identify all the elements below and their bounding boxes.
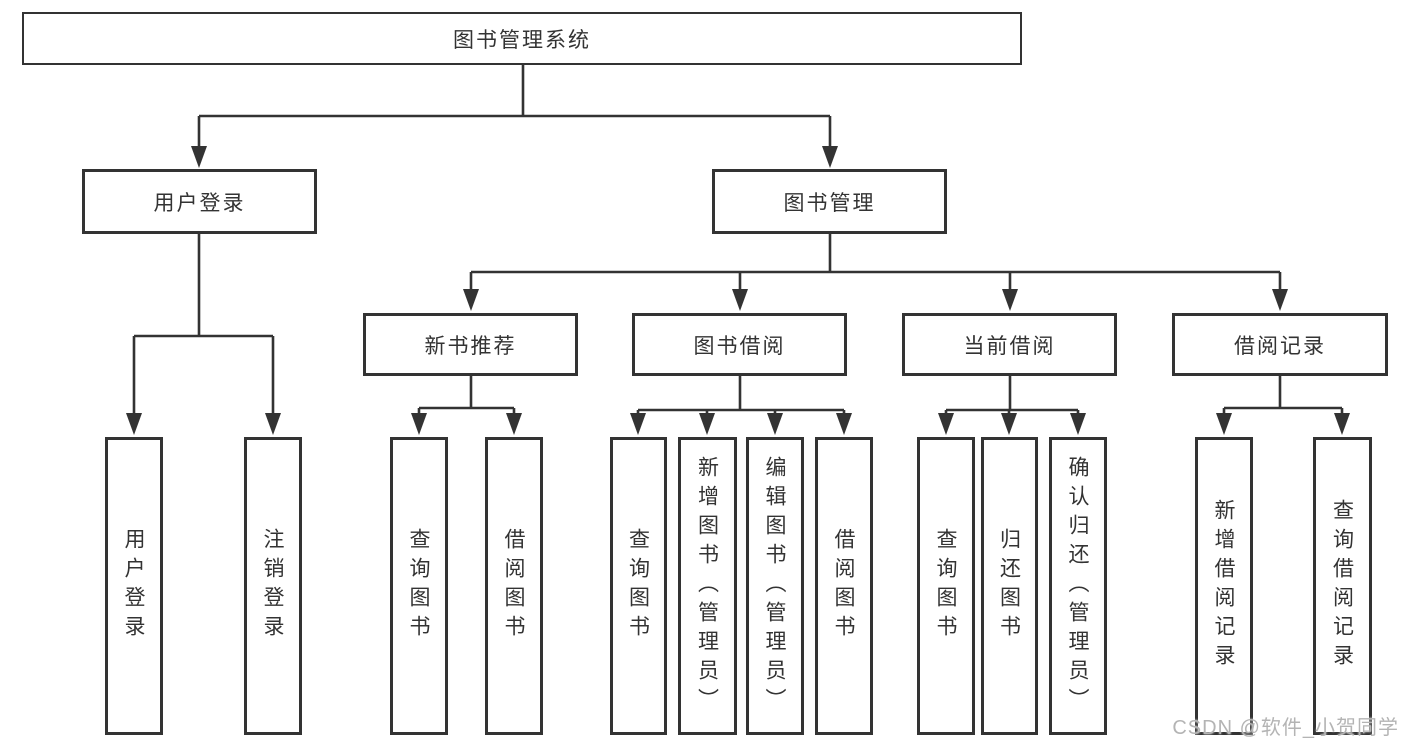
leaf-user-login-label: 用户登录: [122, 528, 146, 644]
connector-userlogin-to-leaves: [132, 233, 275, 415]
node-book-management-label: 图书管理: [783, 190, 876, 215]
leaf-borrow-books-1-label: 借阅图书: [502, 528, 526, 644]
leaf-borrow-books-1: 借阅图书: [485, 437, 543, 735]
leaf-logout-label: 注销登录: [261, 528, 285, 644]
connector-currentborrow-to-leaves: [944, 376, 1080, 415]
node-library-system: 图书管理系统: [22, 12, 1022, 65]
leaf-user-login: 用户登录: [105, 437, 163, 735]
node-new-book-recommend-label: 新书推荐: [424, 333, 517, 358]
node-borrow-records: 借阅记录: [1172, 313, 1388, 376]
node-book-borrowing: 图书借阅: [632, 313, 847, 376]
leaf-query-books-3: 查询图书: [917, 437, 975, 735]
leaf-query-borrow-record-label: 查询借阅记录: [1330, 499, 1355, 673]
node-library-system-label: 图书管理系统: [453, 27, 591, 52]
leaf-query-books-2: 查询图书: [610, 437, 667, 735]
leaf-add-books-admin-label: 新增图书（管理员）: [695, 455, 720, 717]
leaf-add-borrow-record-label: 新增借阅记录: [1212, 499, 1236, 673]
leaf-edit-books-admin: 编辑图书（管理员）: [746, 437, 804, 735]
leaf-query-borrow-record: 查询借阅记录: [1313, 437, 1372, 735]
node-new-book-recommend: 新书推荐: [363, 313, 578, 376]
leaf-borrow-books-2-label: 借阅图书: [832, 528, 856, 644]
connector-bookborrow-to-leaves: [636, 376, 846, 415]
leaf-query-books-1: 查询图书: [390, 437, 448, 735]
leaf-add-books-admin: 新增图书（管理员）: [678, 437, 737, 735]
node-current-borrowing-label: 当前借阅: [963, 333, 1056, 358]
node-borrow-records-label: 借阅记录: [1234, 333, 1326, 358]
leaf-confirm-return-admin: 确认归还（管理员）: [1049, 437, 1107, 735]
node-book-borrowing-label: 图书借阅: [693, 333, 786, 358]
connector-root-to-level2: [197, 64, 832, 148]
node-user-login: 用户登录: [82, 169, 317, 234]
node-book-management: 图书管理: [712, 169, 947, 234]
csdn-watermark: CSDN @软件_小贺同学: [1172, 717, 1399, 739]
leaf-return-books-label: 归还图书: [997, 528, 1022, 644]
leaf-edit-books-admin-label: 编辑图书（管理员）: [763, 455, 787, 717]
leaf-borrow-books-2: 借阅图书: [815, 437, 873, 735]
leaf-logout: 注销登录: [244, 437, 302, 735]
leaf-return-books: 归还图书: [981, 437, 1038, 735]
leaf-query-books-3-label: 查询图书: [934, 528, 958, 644]
leaf-query-books-1-label: 查询图书: [407, 528, 431, 644]
connector-bookmgmt-to-level3: [469, 234, 1282, 291]
arrowheads: [126, 146, 1350, 435]
connector-newbook-to-leaves: [417, 376, 516, 415]
leaf-add-borrow-record: 新增借阅记录: [1195, 437, 1253, 735]
connector-borrowrecord-to-leaves: [1222, 376, 1344, 415]
leaf-query-books-2-label: 查询图书: [626, 528, 651, 644]
node-user-login-label: 用户登录: [153, 190, 246, 215]
node-current-borrowing: 当前借阅: [902, 313, 1117, 376]
leaf-confirm-return-admin-label: 确认归还（管理员）: [1066, 455, 1090, 717]
